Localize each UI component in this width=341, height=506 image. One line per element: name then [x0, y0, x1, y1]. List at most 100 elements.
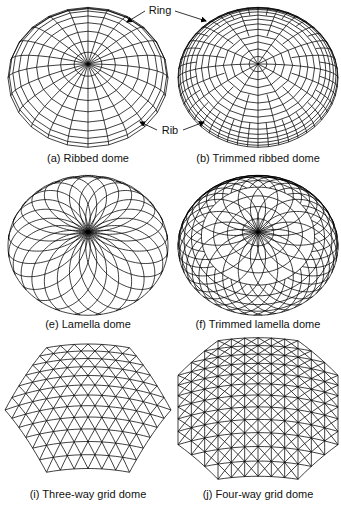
grid-line — [53, 407, 67, 409]
grid-line — [19, 424, 33, 428]
grid-line — [33, 356, 40, 365]
grid-line — [218, 387, 219, 398]
grid-line — [109, 346, 116, 352]
grid-line — [245, 337, 258, 338]
grid-line — [95, 442, 102, 455]
grid-line — [271, 346, 272, 355]
grid-line — [285, 478, 298, 480]
grid-line — [324, 415, 325, 428]
grid-line — [218, 434, 231, 450]
grid-line — [248, 8, 250, 16]
grid-line — [245, 461, 258, 462]
grid-line — [53, 369, 60, 377]
grid-line — [258, 447, 259, 462]
grid-line — [81, 442, 88, 455]
grid-line — [245, 373, 258, 384]
grid-line — [109, 443, 116, 455]
grid-line — [60, 368, 67, 378]
grid-line — [47, 379, 54, 387]
grid-line — [285, 421, 298, 423]
grid-line — [231, 339, 244, 346]
grid-line — [218, 464, 219, 479]
grid-line — [311, 369, 312, 379]
grid-line — [271, 384, 284, 385]
grid-line — [227, 12, 234, 19]
grid-line — [292, 73, 336, 96]
grid-line — [12, 405, 19, 418]
grid-line — [123, 408, 137, 411]
grid-line — [40, 372, 47, 379]
grid-line — [191, 372, 192, 382]
grid-line — [123, 369, 137, 372]
grid-line — [296, 112, 307, 133]
grid-line — [311, 452, 312, 467]
grid-line — [88, 441, 102, 442]
grid-line — [285, 422, 298, 434]
grid-line — [81, 406, 88, 417]
grid-line — [285, 450, 298, 463]
grid-line — [26, 411, 40, 414]
grid-line — [231, 421, 232, 434]
grid-line — [33, 445, 47, 448]
grid-line — [136, 448, 143, 460]
grid-line — [285, 385, 298, 398]
grid-line — [285, 339, 298, 349]
grid-line — [338, 375, 339, 385]
grid-line — [218, 396, 231, 410]
grid-line — [74, 344, 88, 345]
grid-line — [231, 346, 244, 347]
grid-line — [284, 365, 285, 375]
grid-line — [227, 285, 267, 310]
grid-line — [95, 395, 102, 405]
grid-line — [37, 183, 90, 232]
grid-line — [205, 450, 218, 467]
grid-line — [187, 237, 202, 283]
grid-line — [150, 393, 157, 405]
grid-line — [285, 448, 298, 464]
grid-line — [231, 447, 244, 448]
grid-line — [325, 385, 338, 392]
grid-line — [227, 119, 234, 142]
grid-line — [338, 407, 339, 419]
grid-line — [231, 407, 244, 421]
grid-line — [285, 462, 298, 464]
grid-line — [57, 232, 88, 315]
grid-line — [325, 428, 338, 432]
grid-line — [258, 354, 271, 363]
grid-line — [67, 385, 81, 387]
grid-line — [245, 447, 258, 462]
grid-line — [311, 425, 324, 441]
grid-line — [325, 382, 338, 396]
grid-line — [26, 414, 33, 424]
grid-line — [23, 190, 88, 232]
grid-line — [325, 441, 338, 445]
grid-line — [231, 396, 232, 408]
grid-line — [258, 7, 259, 64]
grid-line — [245, 364, 258, 374]
grid-line — [231, 347, 232, 356]
grid-line — [231, 374, 244, 386]
grid-line — [136, 402, 143, 411]
grid-line — [258, 373, 271, 374]
grid-line — [191, 441, 192, 455]
grid-line — [19, 41, 88, 64]
grid-line — [311, 392, 324, 400]
grid-line — [178, 403, 191, 419]
grid-line — [178, 385, 179, 396]
grid-line — [136, 356, 143, 365]
grid-line — [324, 428, 325, 441]
grid-line — [231, 385, 232, 396]
grid-line — [218, 462, 231, 464]
grid-line — [191, 392, 192, 403]
grid-line — [33, 448, 40, 460]
grid-line — [258, 354, 259, 363]
grid-line — [88, 217, 163, 241]
grid-line — [130, 399, 137, 411]
grid-line — [271, 384, 272, 395]
grid-line — [258, 446, 271, 447]
grid-line — [285, 464, 298, 478]
grid-line — [53, 397, 60, 409]
grid-line — [231, 433, 244, 434]
grid-line — [123, 354, 130, 363]
